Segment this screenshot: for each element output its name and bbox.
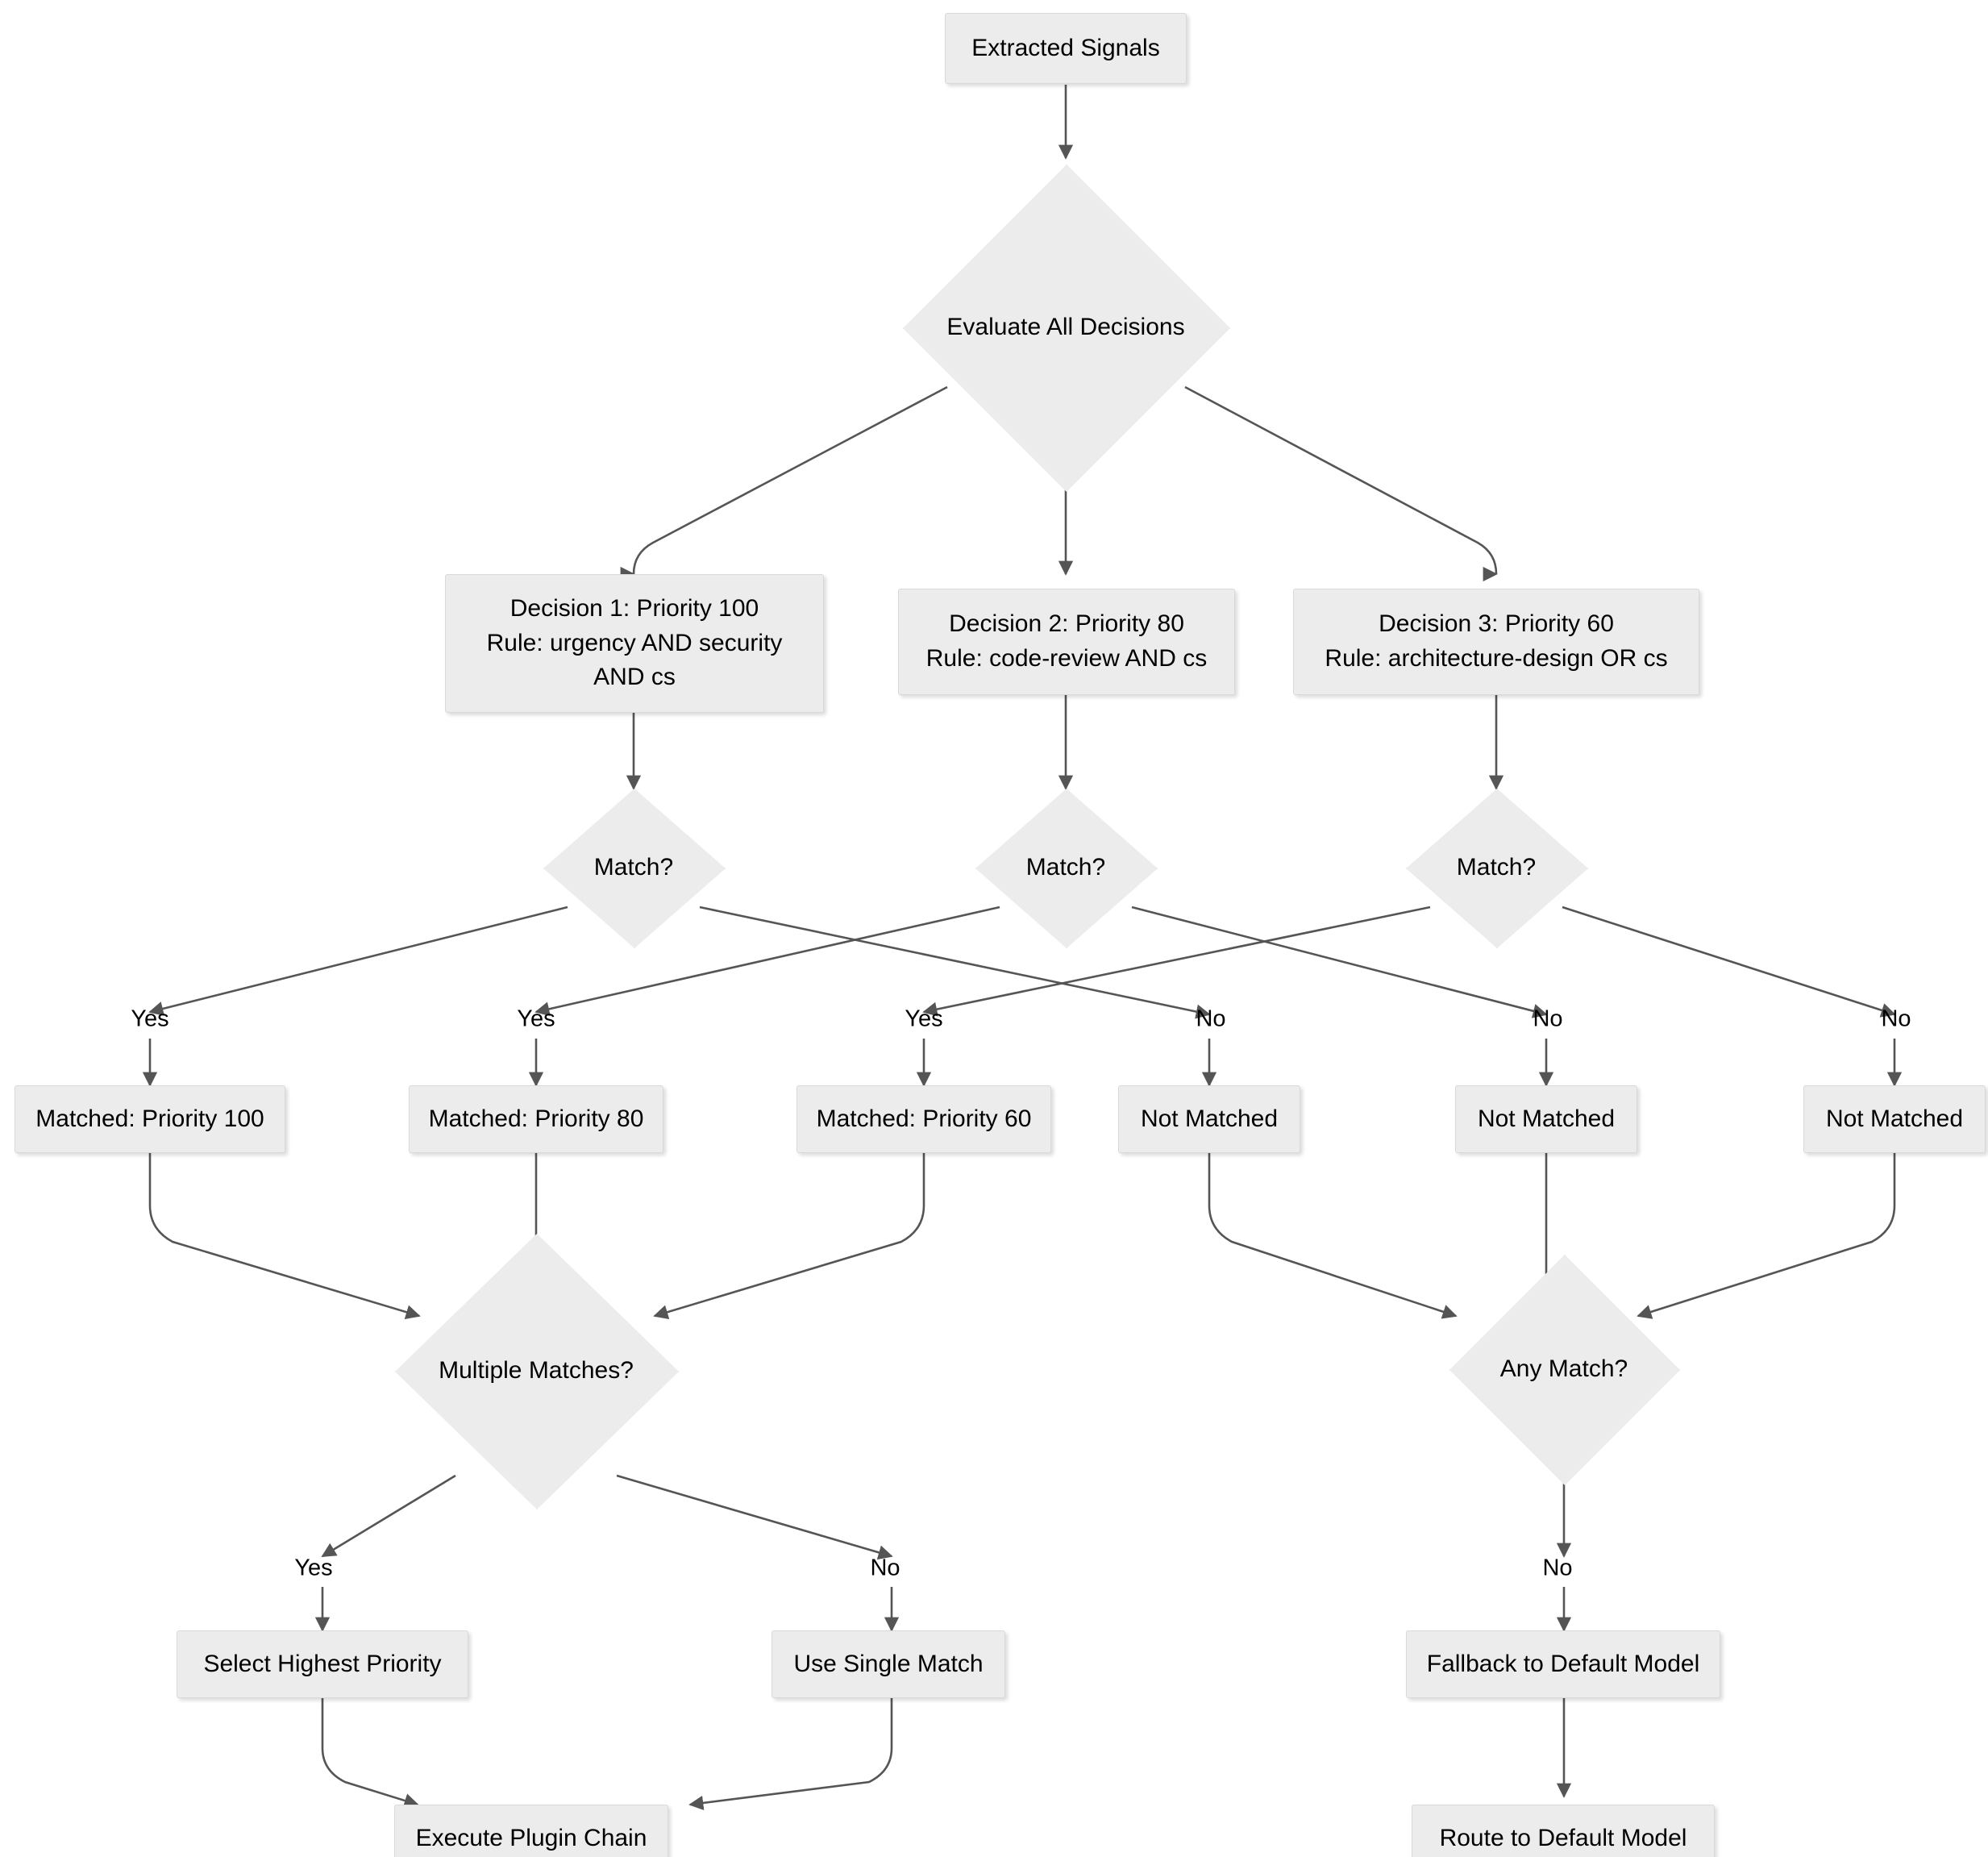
edge-label-multiple-matches-no: No <box>870 1555 900 1581</box>
node-label: Use Single Match <box>793 1650 984 1677</box>
node-fallback-to-default-model[interactable]: Fallback to Default Model <box>1406 1630 1720 1698</box>
node-label: Decision 1: Priority 100 Rule: urgency A… <box>486 595 783 691</box>
edge-match3-no <box>1562 906 1896 1018</box>
node-decision-2[interactable]: Decision 2: Priority 80 Rule: code-revie… <box>898 589 1235 695</box>
edge-label-match2-yes: Yes <box>517 1006 555 1032</box>
node-evaluate-all-decisions[interactable]: Evaluate All Decisions <box>903 164 1230 492</box>
node-label: Multiple Matches? <box>439 1356 634 1384</box>
node-label: Decision 3: Priority 60 Rule: architectu… <box>1325 610 1668 672</box>
edge-label-match1-no: No <box>1196 1006 1226 1032</box>
node-match-3[interactable]: Match? <box>1406 789 1588 948</box>
edge-match1-yes <box>148 906 568 1016</box>
edge-label-match2-no: No <box>1533 1006 1563 1032</box>
node-not-matched-3[interactable]: Not Matched <box>1803 1085 1986 1153</box>
node-matched-priority-100[interactable]: Matched: Priority 100 <box>15 1085 285 1153</box>
edge-label-match1-yes: Yes <box>131 1006 169 1032</box>
node-label: Match? <box>593 853 674 881</box>
node-label: Route to Default Model <box>1439 1824 1687 1851</box>
node-decision-1[interactable]: Decision 1: Priority 100 Rule: urgency A… <box>445 574 824 713</box>
node-any-match[interactable]: Any Match? <box>1449 1255 1680 1485</box>
node-use-single-match[interactable]: Use Single Match <box>771 1630 1005 1698</box>
node-label: Execute Plugin Chain <box>415 1824 647 1851</box>
edge-usesingle-to-execute <box>688 1698 893 1810</box>
edge-evaluate-to-decision1 <box>626 385 948 576</box>
node-multiple-matches[interactable]: Multiple Matches? <box>395 1234 679 1509</box>
node-route-to-default-model[interactable]: Route to Default Model <box>1412 1805 1715 1857</box>
node-decision-3[interactable]: Decision 3: Priority 60 Rule: architectu… <box>1293 589 1699 695</box>
edge-label-match3-no: No <box>1881 1006 1911 1032</box>
node-label: Select Highest Priority <box>203 1650 442 1677</box>
node-matched-priority-80[interactable]: Matched: Priority 80 <box>409 1085 663 1153</box>
node-match-1[interactable]: Match? <box>543 789 726 948</box>
edge-notmatched1-to-any <box>1208 1153 1458 1319</box>
node-not-matched-1[interactable]: Not Matched <box>1118 1085 1300 1153</box>
node-match-2[interactable]: Match? <box>975 789 1158 948</box>
node-label: Not Matched <box>1477 1105 1616 1132</box>
edge-select-to-execute <box>321 1698 419 1808</box>
node-extracted-signals[interactable]: Extracted Signals <box>945 13 1187 84</box>
node-execute-plugin-chain[interactable]: Execute Plugin Chain <box>394 1805 668 1857</box>
edge-label-match3-yes: Yes <box>905 1006 943 1032</box>
node-not-matched-2[interactable]: Not Matched <box>1455 1085 1637 1153</box>
node-label: Not Matched <box>1825 1105 1964 1132</box>
edge-label-any-match-no: No <box>1542 1555 1573 1581</box>
node-label: Not Matched <box>1140 1105 1279 1132</box>
node-label: Matched: Priority 80 <box>428 1105 644 1132</box>
edge-label-multiple-matches-yes: Yes <box>294 1555 333 1581</box>
edge-matched60-to-multiple <box>653 1153 925 1319</box>
node-label: Matched: Priority 100 <box>35 1105 264 1132</box>
node-label: Extracted Signals <box>971 34 1160 61</box>
node-select-highest-priority[interactable]: Select Highest Priority <box>177 1630 468 1698</box>
node-label: Fallback to Default Model <box>1426 1650 1700 1677</box>
node-label: Match? <box>1025 853 1106 881</box>
edge-matched100-to-multiple <box>148 1153 421 1319</box>
edge-evaluate-to-decision3 <box>1184 385 1504 576</box>
node-label: Any Match? <box>1499 1355 1628 1382</box>
node-label: Match? <box>1456 853 1537 881</box>
node-label: Evaluate All Decisions <box>946 313 1185 340</box>
node-matched-priority-60[interactable]: Matched: Priority 60 <box>796 1085 1051 1153</box>
node-label: Decision 2: Priority 80 Rule: code-revie… <box>925 610 1208 672</box>
node-label: Matched: Priority 60 <box>816 1105 1032 1132</box>
